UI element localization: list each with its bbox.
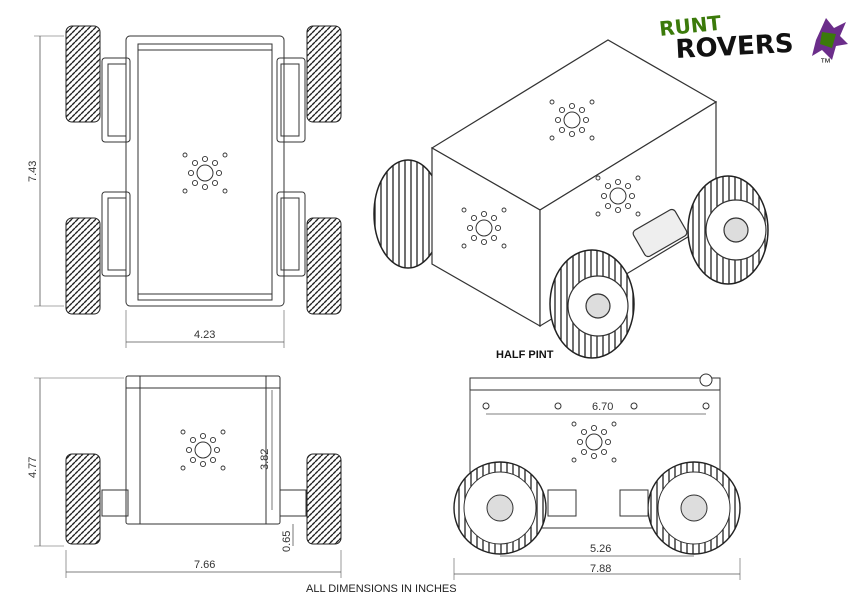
logo-line2: ROVERS (675, 29, 794, 65)
dim-side-hole-span: 6.70 (592, 401, 613, 413)
top-motor-fr (276, 57, 306, 143)
front-motor-right (279, 489, 307, 517)
dim-front-clearance: 0.65 (281, 531, 293, 552)
front-chassis (125, 375, 281, 525)
front-motor-left (101, 489, 129, 517)
iso-motor (632, 208, 688, 258)
dim-front-height: 4.77 (27, 457, 39, 478)
side-chassis (469, 377, 721, 529)
front-wheel-left (65, 453, 101, 545)
side-view (453, 373, 741, 580)
top-view (34, 25, 342, 348)
top-motor-rr (276, 191, 306, 277)
dim-top-width: 4.23 (194, 329, 215, 341)
dim-front-width: 7.66 (194, 559, 215, 571)
runt-rovers-logo: RUNT ROVERS ™ (658, 11, 848, 69)
dim-side-axle-span: 5.26 (590, 543, 611, 555)
iso-view (373, 39, 769, 359)
dim-side-length: 7.88 (590, 563, 611, 575)
top-motor-fl (101, 57, 131, 143)
top-chassis-inner (137, 43, 273, 301)
dim-front-body-height: 3.82 (259, 449, 271, 470)
top-chassis-outer (125, 35, 285, 307)
top-wheel-fr (306, 25, 342, 123)
side-motor-right (619, 489, 649, 517)
front-wheel-right (306, 453, 342, 545)
dim-top-length: 7.43 (27, 161, 39, 182)
units-note: ALL DIMENSIONS IN INCHES (306, 583, 457, 595)
model-label: HALF PINT (496, 349, 554, 361)
logo-tm: ™ (820, 57, 831, 69)
top-wheel-fl (65, 25, 101, 123)
top-wheel-rl (65, 217, 101, 315)
front-view (34, 375, 342, 578)
top-motor-rl (101, 191, 131, 277)
side-motor-left (547, 489, 577, 517)
top-wheel-rr (306, 217, 342, 315)
